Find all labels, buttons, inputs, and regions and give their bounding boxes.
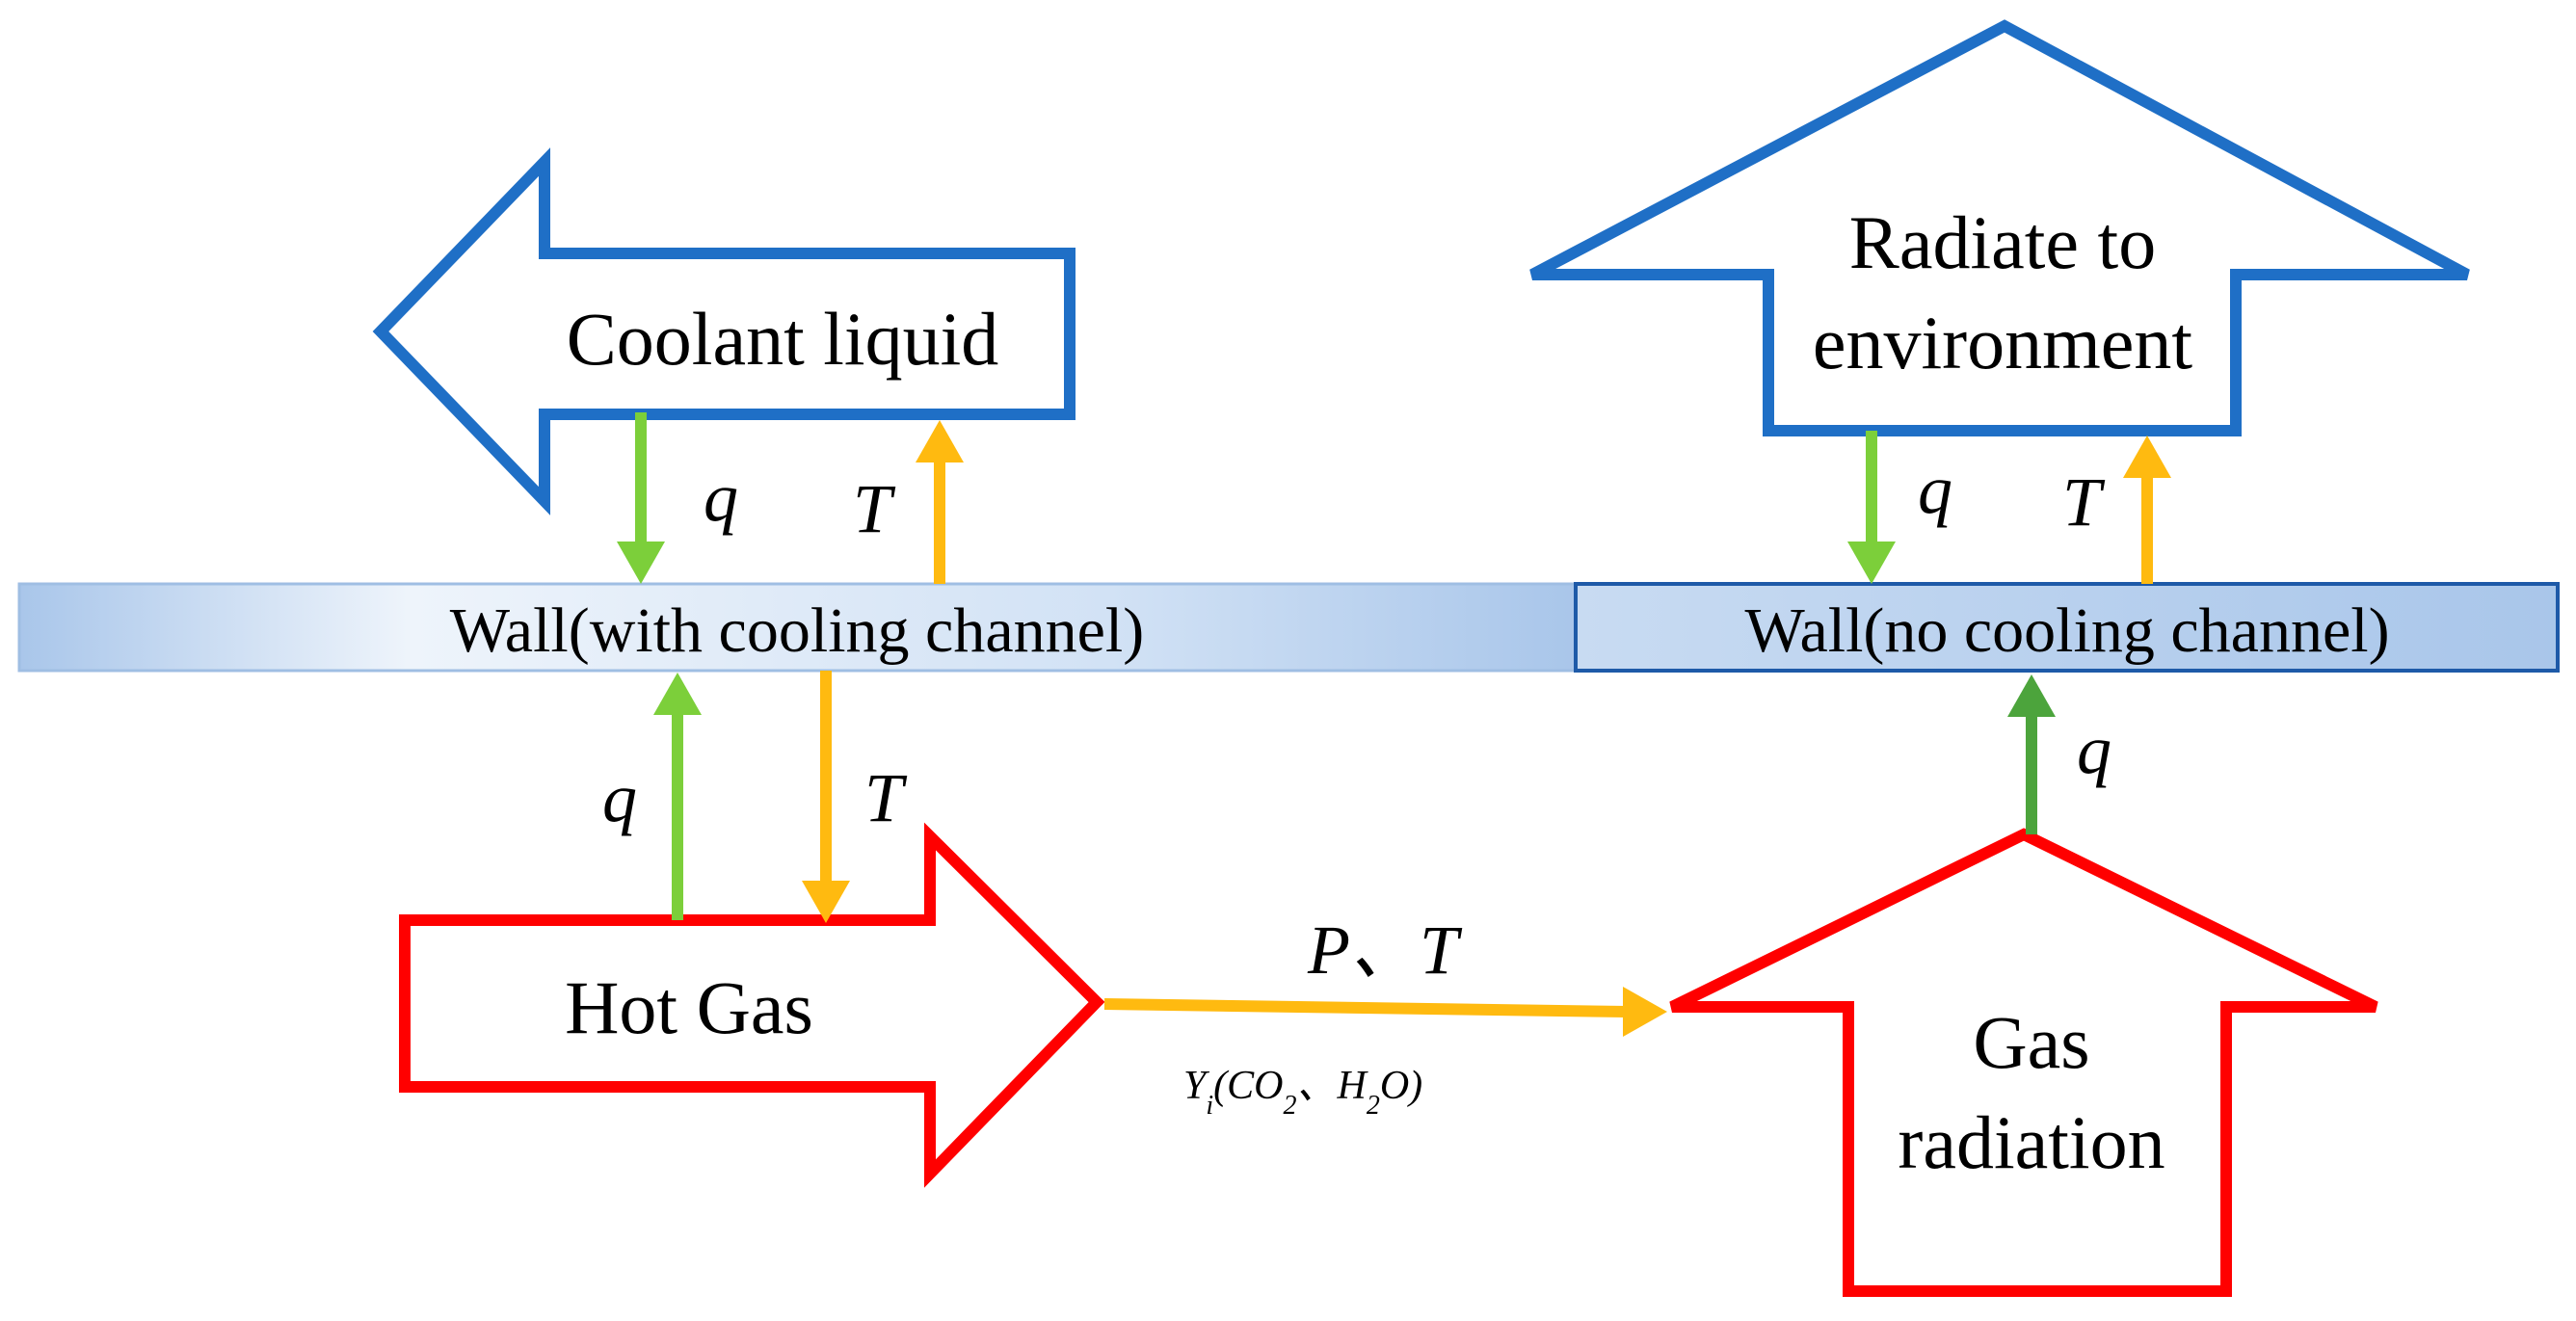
coolant-liquid-label: Coolant liquid	[567, 297, 999, 381]
heat-flux-arrow-gas-radiation-to-wall	[2007, 674, 2056, 834]
state-transfer-arrow-hot-gas-to-gas-radiation	[1103, 987, 1667, 1037]
temperature-arrow-wall-to-environment	[2123, 436, 2171, 584]
heat-flux-arrow-environment-to-wall	[1847, 431, 1896, 584]
q-label-coolant: q	[704, 459, 738, 536]
radiate-label-line1: Radiate to	[1849, 200, 2156, 284]
radiate-label-line2: environment	[1813, 301, 2193, 384]
wall-no-cooling-channel	[1574, 582, 2560, 673]
species-label: Yi(CO2、H2O)	[1183, 1064, 1422, 1121]
temperature-arrow-wall-to-coolant	[916, 420, 964, 584]
radiate-to-environment-block-arrow	[1529, 19, 2470, 436]
wall-left-label: Wall(with cooling channel)	[450, 595, 1144, 666]
q-label-hot-gas: q	[602, 759, 637, 836]
t-label-hot-gas: T	[864, 759, 908, 836]
pressure-temperature-label: P、T	[1307, 911, 1463, 989]
q-label-gas-radiation: q	[2077, 711, 2111, 788]
heat-flux-arrow-coolant-to-wall	[617, 412, 665, 584]
hot-gas-label: Hot Gas	[565, 965, 813, 1049]
gas-radiation-label-line2: radiation	[1898, 1100, 2164, 1184]
t-label-coolant: T	[853, 470, 896, 547]
coolant-liquid-block-arrow	[372, 147, 1076, 515]
wall-right-label: Wall(no cooling channel)	[1744, 595, 2389, 666]
hot-gas-block-arrow	[399, 822, 1105, 1188]
t-label-environment: T	[2062, 463, 2106, 541]
wall-with-cooling-channel	[17, 582, 1578, 673]
q-label-environment: q	[1918, 451, 1952, 528]
gas-radiation-label-line1: Gas	[1973, 1000, 2089, 1084]
heat-flux-arrow-hot-gas-to-wall	[653, 673, 702, 920]
gas-radiation-block-arrow	[1669, 828, 2378, 1297]
temperature-arrow-wall-to-hot-gas	[802, 671, 850, 923]
